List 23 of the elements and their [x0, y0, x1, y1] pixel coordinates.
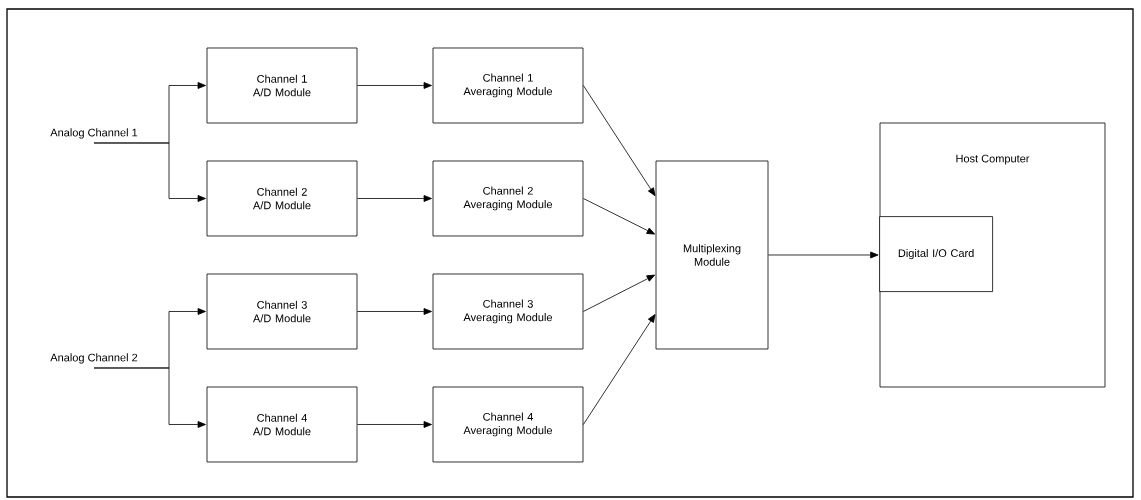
arrow — [583, 198, 655, 235]
process-box: Channel 3 Averaging Module — [432, 273, 584, 350]
arrow — [583, 314, 656, 425]
arrow — [583, 274, 655, 312]
branch-arrow — [93, 367, 206, 428]
branch-arrow — [93, 142, 206, 202]
process-box: Channel 1 A/D Module — [206, 47, 358, 124]
process-box: Digital I/O Card — [879, 216, 993, 292]
process-box: Channel 4 Averaging Module — [432, 386, 584, 463]
arrow — [357, 308, 432, 315]
process-box: Channel 2 Averaging Module — [432, 160, 584, 237]
input-label: Analog Channel 2 — [50, 353, 138, 364]
process-box: Channel 2 A/D Module — [206, 160, 358, 237]
input-label: Analog Channel 1 — [50, 128, 138, 139]
arrow — [357, 421, 432, 428]
arrow — [583, 85, 656, 197]
arrow — [768, 251, 879, 259]
process-box: Channel 4 A/D Module — [206, 386, 358, 463]
arrow — [357, 82, 432, 89]
process-box: Channel 1 Averaging Module — [432, 47, 584, 124]
process-box: Channel 3 A/D Module — [206, 273, 358, 350]
process-box: Multiplexing Module — [655, 160, 769, 350]
arrow — [357, 195, 432, 202]
